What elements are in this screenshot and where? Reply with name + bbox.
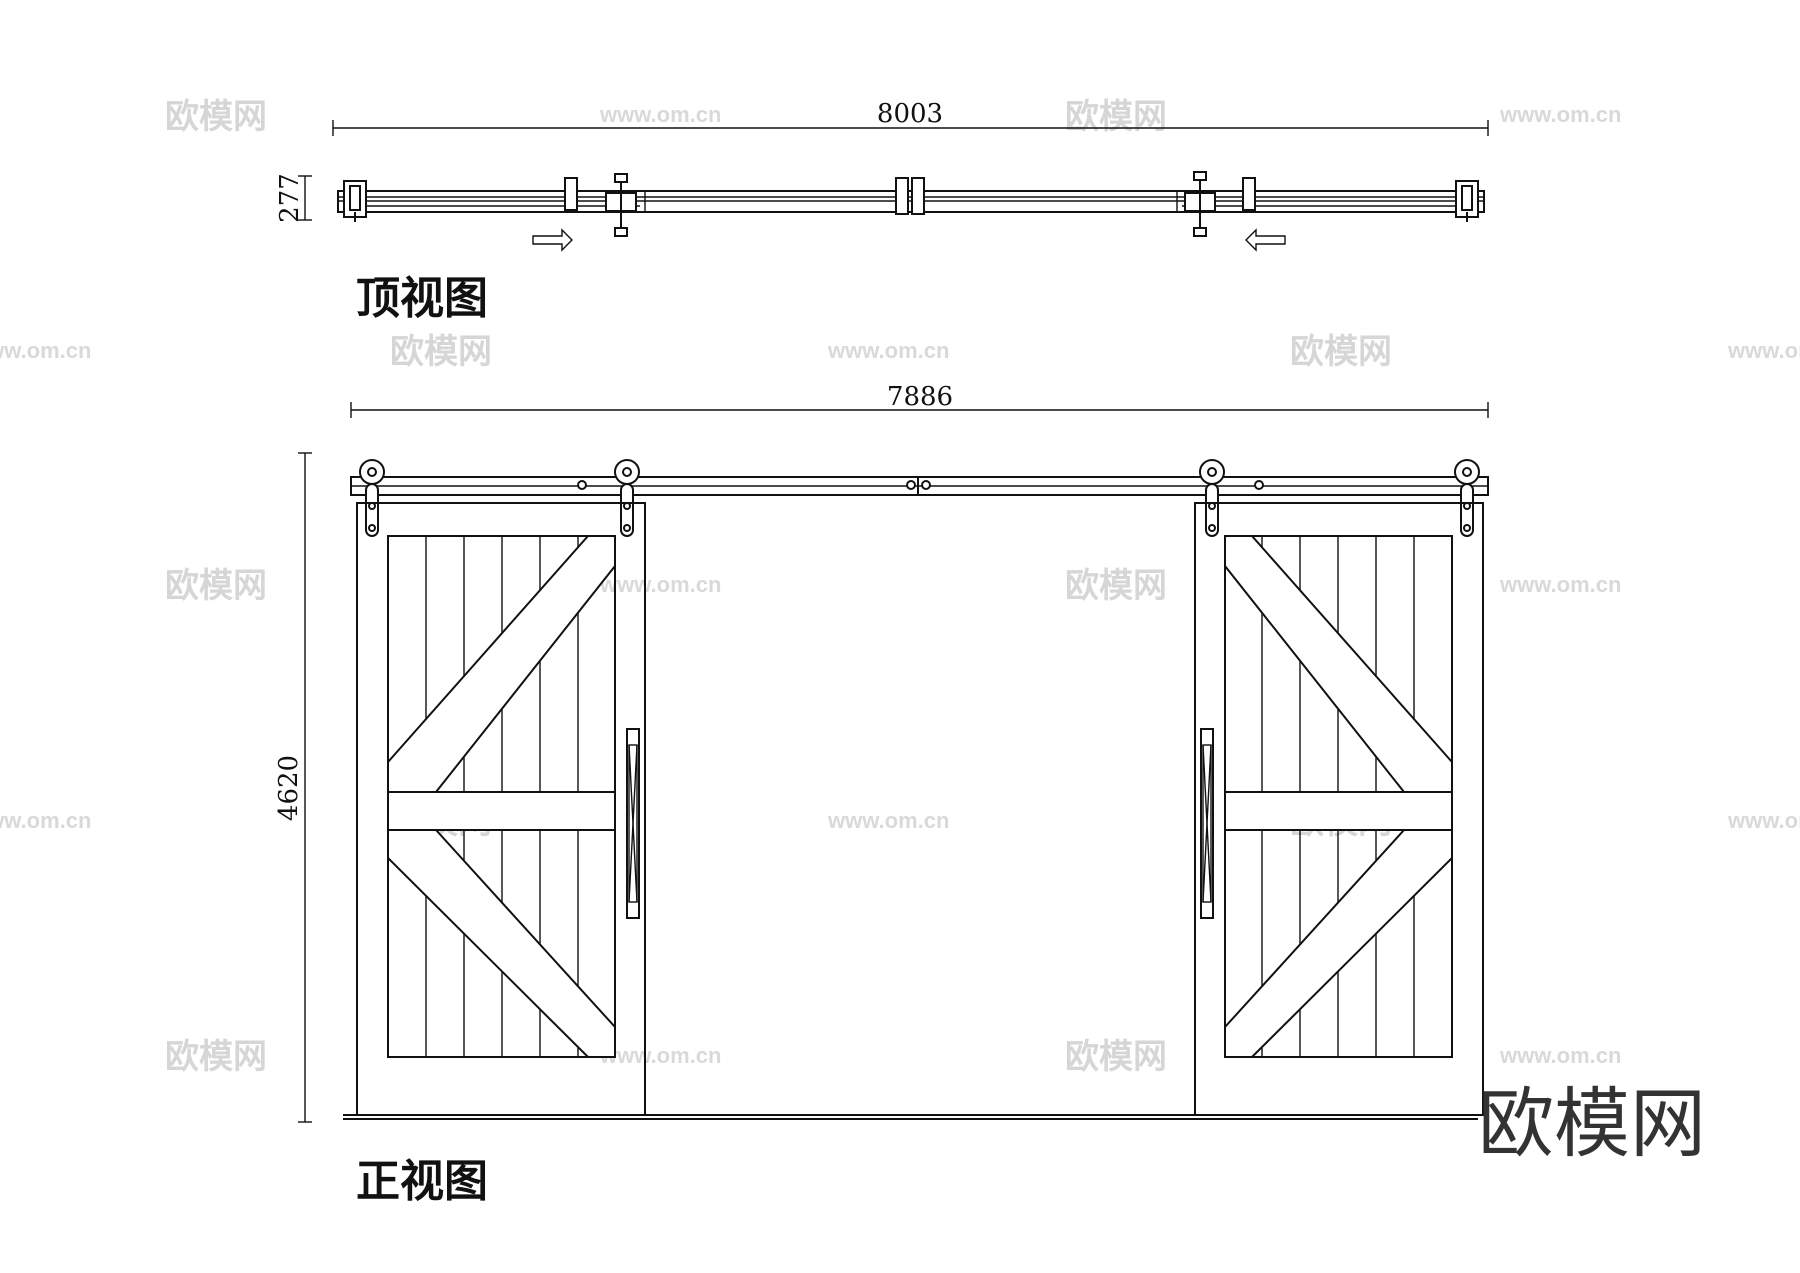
watermark-text: 欧模网 — [165, 566, 267, 606]
top-roller-right-1 — [1242, 177, 1256, 211]
watermark-text: 欧模网 — [1065, 1037, 1167, 1077]
front-height-dimension: 4620 — [274, 452, 312, 1123]
left-door-hanger-2 — [614, 459, 640, 537]
top-depth-value: 277 — [275, 173, 305, 223]
top-width-value: 8003 — [877, 99, 943, 129]
watermark-text: 欧模网 — [390, 332, 492, 372]
watermark-url: www.om.cn — [599, 102, 721, 127]
top-view-title: 顶视图 — [356, 273, 488, 324]
front-width-dimension: 7886 — [350, 382, 1489, 418]
watermarks: 欧模网 www.om.cn 欧模网 www.om.cn www.om.cn 欧模… — [0, 97, 1800, 1077]
watermark-url: www.om.cn — [1499, 572, 1621, 597]
watermark-url: www.om.cn — [1727, 338, 1800, 363]
watermark-url: www.om.cn — [1499, 102, 1621, 127]
top-view: 8003 277 — [275, 99, 1489, 324]
top-door-stopper-left — [605, 173, 637, 237]
watermark-url: www.om.cn — [1499, 1043, 1621, 1068]
front-height-value: 4620 — [274, 755, 304, 821]
watermark-url: www.om.cn — [599, 572, 721, 597]
top-end-stop-right — [1455, 180, 1479, 222]
right-door-hanger-2 — [1454, 459, 1480, 537]
right-door-handle[interactable] — [1200, 728, 1214, 919]
front-rail — [350, 476, 1489, 496]
watermark-url: www.om.cn — [0, 338, 91, 363]
left-door-hanger-1 — [359, 459, 385, 537]
top-roller-left-1 — [564, 177, 578, 211]
watermark-text: 欧模网 — [165, 1037, 267, 1077]
left-door-handle[interactable] — [626, 728, 640, 919]
watermark-url: www.om.cn — [0, 808, 91, 833]
top-end-stop-left — [343, 180, 367, 222]
right-door-hanger-1 — [1199, 459, 1225, 537]
arrow-right-icon — [532, 228, 573, 252]
top-depth-dimension: 277 — [275, 173, 312, 223]
front-width-value: 7886 — [887, 382, 953, 412]
front-view-title: 正视图 — [356, 1156, 488, 1207]
top-width-dimension: 8003 — [332, 99, 1489, 136]
right-door — [1194, 459, 1484, 1116]
watermark-url: www.om.cn — [599, 1043, 721, 1068]
watermark-text: 欧模网 — [1065, 566, 1167, 606]
front-view: 7886 4620 — [274, 382, 1489, 1207]
watermark-text: 欧模网 — [165, 97, 267, 137]
watermark-url: www.om.cn — [827, 808, 949, 833]
top-center-connector — [895, 177, 925, 215]
watermark-text: 欧模网 — [1290, 332, 1392, 372]
brand-logo: 欧模网 — [1478, 1079, 1706, 1168]
top-door-stopper-right — [1184, 171, 1216, 237]
watermark-url: www.om.cn — [827, 338, 949, 363]
watermark-url: www.om.cn — [1727, 808, 1800, 833]
watermark-text: 欧模网 — [1065, 97, 1167, 137]
arrow-left-icon — [1245, 228, 1286, 252]
left-door — [356, 459, 646, 1116]
